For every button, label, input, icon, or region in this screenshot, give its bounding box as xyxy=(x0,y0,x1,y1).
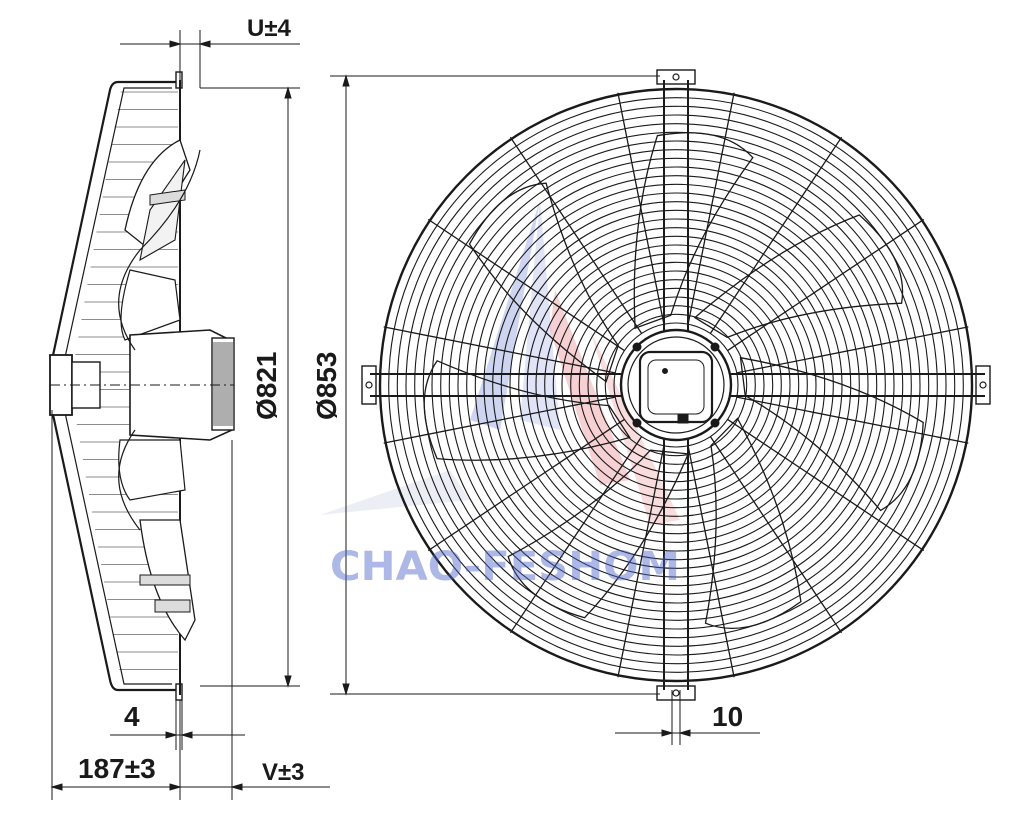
grille-ring xyxy=(561,270,791,500)
grille-ring xyxy=(544,253,808,517)
grille-spoke xyxy=(383,396,616,444)
grille-ring xyxy=(378,87,974,683)
fan-blade xyxy=(507,449,690,619)
grille-spoke xyxy=(687,445,735,678)
fan-blade xyxy=(739,356,924,512)
front-dimension-lines xyxy=(330,74,760,745)
fan-blade xyxy=(633,132,754,330)
fan-blade xyxy=(468,182,619,383)
grille-spoke xyxy=(427,418,625,552)
grille-ring xyxy=(466,175,886,595)
grille-spoke xyxy=(709,436,843,634)
grille-spoke xyxy=(687,92,735,325)
grille-ring xyxy=(526,235,826,535)
grille-ring xyxy=(483,192,869,578)
grille-ring xyxy=(448,157,904,613)
side-view xyxy=(49,71,235,701)
watermark-text: CHAO-FESHOM xyxy=(330,544,680,590)
grille-ring xyxy=(440,149,912,621)
grille-spoke xyxy=(709,136,843,334)
dimension-outer-diameter: Ø853 xyxy=(311,352,342,421)
grille-spoke xyxy=(383,326,616,374)
grille-ring xyxy=(457,166,895,604)
dimension-mount-width: 10 xyxy=(712,701,743,732)
dimension-flange-width: 4 xyxy=(124,701,140,732)
dimension-v-tolerance: V±3 xyxy=(262,759,305,786)
grille-ring xyxy=(431,140,921,630)
grille-ring xyxy=(474,183,878,587)
grille-ring xyxy=(414,123,938,647)
grille-spoke xyxy=(427,218,625,352)
grille-ring xyxy=(396,105,956,665)
grille-spoke xyxy=(509,136,643,334)
grille-spoke xyxy=(727,418,925,552)
grille-ring xyxy=(535,244,817,526)
grille-ring xyxy=(596,305,756,465)
dimension-inner-diameter: Ø821 xyxy=(251,352,282,421)
grille-ring xyxy=(613,322,739,448)
grille-spoke xyxy=(617,445,665,678)
side-dimension-lines xyxy=(50,30,330,800)
dimension-u-tolerance: U±4 xyxy=(247,15,292,42)
front-view xyxy=(361,69,991,701)
fan-blade xyxy=(704,417,802,629)
grille-ring xyxy=(422,131,930,639)
grille-ring xyxy=(388,97,964,673)
dimension-depth: 187±3 xyxy=(78,753,156,784)
grille-ring xyxy=(552,261,800,509)
grille-spoke xyxy=(727,218,925,352)
grille-ring xyxy=(518,227,834,543)
grille-spoke xyxy=(736,396,969,444)
grille-ring xyxy=(604,313,748,457)
fan-blade xyxy=(693,214,904,339)
grille-ring xyxy=(405,114,947,656)
grille-ring xyxy=(587,296,765,474)
grille-ring xyxy=(492,201,860,569)
grille-spoke xyxy=(509,436,643,634)
grille-ring xyxy=(570,279,782,491)
